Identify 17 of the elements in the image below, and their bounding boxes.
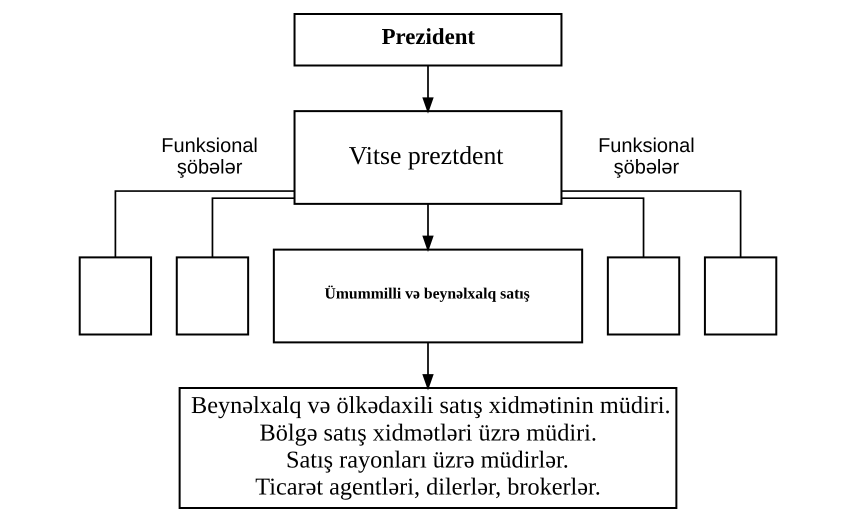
connector — [212, 197, 294, 258]
node-box: Prezident — [294, 13, 562, 66]
node-box: Vitse preztdent — [294, 110, 562, 205]
label: Funksional şöbələr — [598, 135, 695, 178]
arrow — [422, 66, 434, 114]
connector — [561, 190, 742, 257]
node-box — [606, 256, 680, 336]
connector — [114, 190, 295, 257]
node-box — [176, 256, 250, 336]
connector — [562, 197, 644, 258]
arrow — [422, 204, 434, 252]
node-box: Beynəlxalq və ölkədaxili satış xidmətinin müdiri. Bölgə satış xidmətləri üzrə müdiri. Satış rayonları üzrə müdirlər. Ticarət agentləri, dilerlər, brokerlər. — [178, 387, 678, 509]
node-box — [704, 256, 778, 336]
node-box — [78, 256, 152, 336]
label: Funksional şöbələr — [161, 135, 258, 178]
node-box: Ümummilli və beynəlxalq satış — [272, 248, 584, 344]
arrow — [422, 342, 434, 390]
